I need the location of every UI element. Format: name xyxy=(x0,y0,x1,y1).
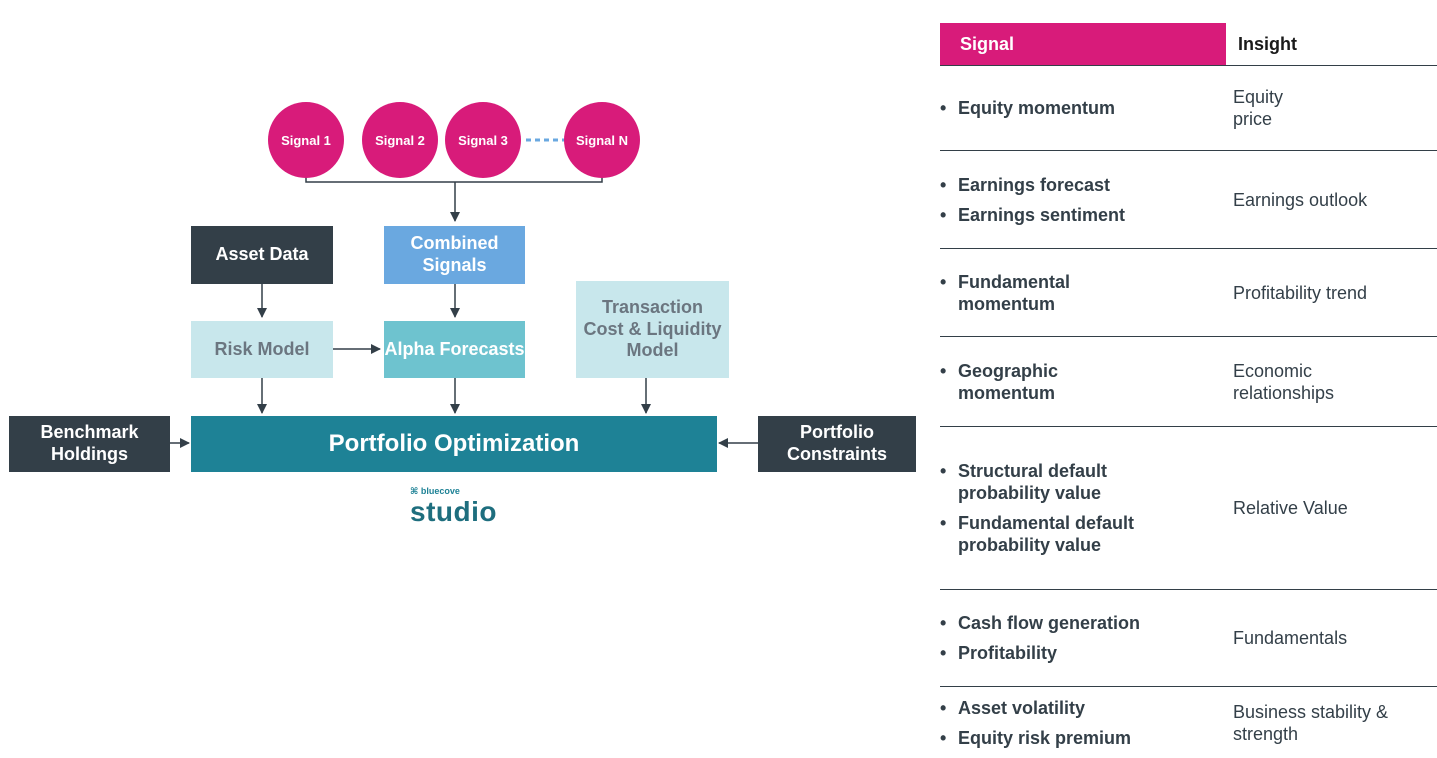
row-signals: Equity momentum xyxy=(940,66,1226,150)
table-header: Signal Insight xyxy=(940,23,1437,65)
logo-mark-icon: ⌘ xyxy=(410,486,419,496)
signal-item: Equity momentum xyxy=(940,97,1226,119)
row-signals: Cash flow generation Profitability xyxy=(940,590,1226,686)
signal-item: Cash flow generation xyxy=(940,612,1226,634)
table-row: Cash flow generation Profitability Funda… xyxy=(940,590,1437,686)
signal-item: Equity risk premium xyxy=(940,727,1226,749)
signal-bracket-line xyxy=(305,170,603,183)
table-row: Geographic momentum Economic relationshi… xyxy=(940,337,1437,426)
logo-small-text: ⌘ bluecove xyxy=(410,486,460,497)
signal-n-node: Signal N xyxy=(564,102,640,178)
table-row: Asset volatility Equity risk premium Bus… xyxy=(940,687,1437,758)
benchmark-holdings-box: Benchmark Holdings xyxy=(9,416,170,472)
signal-item: Profitability xyxy=(940,642,1226,664)
portfolio-constraints-box: Portfolio Constraints xyxy=(758,416,916,472)
row-insight: Profitability trend xyxy=(1233,282,1368,303)
insight-text: Business stability & strength xyxy=(1233,701,1389,744)
table-row: Equity momentum Equity price xyxy=(940,66,1437,150)
signal-3-node: Signal 3 xyxy=(445,102,521,178)
header-insight: Insight xyxy=(1238,33,1297,54)
row-signals: Asset volatility Equity risk premium xyxy=(940,687,1226,758)
signal-item: Asset volatility xyxy=(940,697,1226,719)
row-insight: Fundamentals xyxy=(1233,628,1348,648)
signal-item: Fundamental default probability value xyxy=(940,512,1168,556)
logo-small-label: bluecove xyxy=(420,486,460,496)
bluecove-studio-logo: ⌘ bluecove studio xyxy=(410,484,510,528)
insight-text: Equity price xyxy=(1233,87,1284,129)
signal-2-node: Signal 2 xyxy=(362,102,438,178)
row-insight: Economic relationships xyxy=(1233,337,1437,426)
signal-item: Earnings sentiment xyxy=(940,204,1226,226)
signal-item: Structural default probability value xyxy=(940,460,1168,504)
header-signal: Signal xyxy=(940,23,1226,65)
portfolio-optimization-box: Portfolio Optimization xyxy=(191,416,717,472)
signal-item: Earnings forecast xyxy=(940,174,1226,196)
table-divider xyxy=(940,65,1437,66)
row-signals: Earnings forecast Earnings sentiment xyxy=(940,151,1226,248)
table-divider xyxy=(940,426,1437,427)
alpha-forecasts-box: Alpha Forecasts xyxy=(384,321,525,378)
table-divider xyxy=(940,150,1437,151)
row-insight: Relative Value xyxy=(1233,498,1348,518)
row-signals: Structural default probability value Fun… xyxy=(940,427,1226,589)
asset-data-box: Asset Data xyxy=(191,226,333,284)
row-signals: Fundamental momentum xyxy=(940,249,1226,336)
table-divider xyxy=(940,686,1437,687)
table-row: Earnings forecast Earnings sentiment Ear… xyxy=(940,151,1437,248)
row-signals: Geographic momentum xyxy=(940,337,1226,426)
table-row: Fundamental momentum Profitability trend xyxy=(940,249,1437,336)
signal-item: Fundamental momentum xyxy=(940,271,1108,315)
signal-1-node: Signal 1 xyxy=(268,102,344,178)
insight-text: Economic relationships xyxy=(1233,360,1335,403)
table-divider xyxy=(940,336,1437,337)
table-row: Structural default probability value Fun… xyxy=(940,427,1437,589)
row-insight: Earnings outlook xyxy=(1233,189,1368,210)
combined-signals-box: Combined Signals xyxy=(384,226,525,284)
row-insight: Equity price xyxy=(1233,66,1437,150)
risk-model-box: Risk Model xyxy=(191,321,333,378)
row-insight: Business stability & strength xyxy=(1233,687,1437,758)
table-divider xyxy=(940,589,1437,590)
table-divider xyxy=(940,248,1437,249)
logo-main-text: studio xyxy=(410,496,497,527)
signal-item: Geographic momentum xyxy=(940,360,1098,404)
transaction-cost-box: Transaction Cost & Liquidity Model xyxy=(576,281,729,378)
